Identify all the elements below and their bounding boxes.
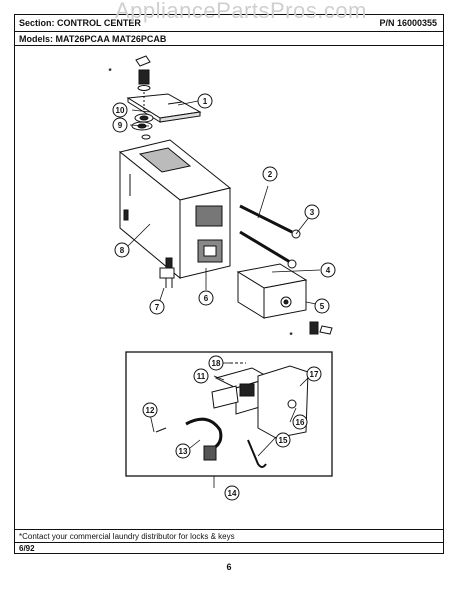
footnote-row: *Contact your commercial laundry distrib… [15, 529, 443, 542]
callout-1: 1 [197, 93, 213, 109]
callout-number: 13 [179, 447, 188, 456]
callout-16: 16 [292, 414, 308, 430]
callout-circle [149, 299, 165, 315]
models-label: Models: MAT26PCAA MAT26PCAB [19, 34, 167, 44]
callout-number: 5 [320, 302, 325, 311]
callout-number: 17 [310, 370, 319, 379]
callout-13: 13 [175, 443, 191, 459]
callout-circle [320, 262, 336, 278]
callout-number: 9 [118, 121, 123, 130]
section-title: Section: CONTROL CENTER [19, 18, 141, 28]
rods-and-nuts [239, 204, 301, 269]
callout-circle [114, 242, 130, 258]
callout-circle [197, 93, 213, 109]
callout-9: 9 [112, 117, 128, 133]
leader-lines [127, 100, 321, 488]
revision-date: 6/92 [19, 544, 35, 553]
switch-bracket [159, 257, 175, 288]
models-row: Models: MAT26PCAA MAT26PCAB [15, 31, 443, 46]
callout-circle [112, 102, 128, 118]
callout-11: 11 [193, 368, 209, 384]
callout-circle [112, 117, 128, 133]
callout-4: 4 [320, 262, 336, 278]
callout-number: 6 [204, 294, 209, 303]
callout-3: 3 [304, 204, 320, 220]
callout-18: 18 [208, 355, 224, 371]
callout-7: 7 [149, 299, 165, 315]
watermark: AppliancePartsPros.com [115, 0, 367, 23]
callout-number: 7 [155, 303, 160, 312]
callout-6: 6 [198, 290, 214, 306]
inset-frame [125, 351, 333, 477]
callout-15: 15 [275, 432, 291, 448]
callout-circle [175, 443, 191, 459]
callout-circle [314, 298, 330, 314]
callout-circle [275, 432, 291, 448]
callout-number: 4 [326, 266, 331, 275]
callout-circle [304, 204, 320, 220]
control-housing [118, 139, 232, 280]
callout-number: 8 [120, 246, 125, 255]
callout-number: 18 [212, 359, 221, 368]
callout-circle [292, 414, 308, 430]
callout-12: 12 [142, 402, 158, 418]
callout-number: 2 [268, 170, 273, 179]
callout-number: 11 [197, 372, 206, 381]
callout-circle [306, 366, 322, 382]
coin-box-lock [309, 321, 333, 335]
callout-number: 14 [228, 489, 237, 498]
asterisk-bottom: * [289, 331, 293, 340]
footnote-text: *Contact your commercial laundry distrib… [19, 532, 235, 541]
coin-box [236, 263, 308, 319]
callout-8: 8 [114, 242, 130, 258]
callout-circle [198, 290, 214, 306]
callout-number: 10 [116, 106, 125, 115]
page-number: 6 [226, 562, 232, 572]
parts-sheet: Section: CONTROL CENTER P/N 16000355 Mod… [14, 14, 444, 554]
callout-14: 14 [224, 485, 240, 501]
callout-circle [224, 485, 240, 501]
date-row: 6/92 [15, 542, 443, 555]
callout-circle [142, 402, 158, 418]
callout-number: 1 [203, 97, 208, 106]
part-number: P/N 16000355 [379, 18, 437, 28]
callout-17: 17 [306, 366, 322, 382]
callout-10: 10 [112, 102, 128, 118]
callout-number: 12 [146, 406, 155, 415]
callout-circle [193, 368, 209, 384]
callout-circle [208, 355, 224, 371]
asterisk-top: * [108, 67, 112, 76]
callout-2: 2 [262, 166, 278, 182]
header-row: Section: CONTROL CENTER P/N 16000355 [15, 15, 443, 31]
callout-5: 5 [314, 298, 330, 314]
callout-number: 16 [296, 418, 305, 427]
callout-circle [262, 166, 278, 182]
callout-number: 3 [310, 208, 315, 217]
callout-number: 15 [279, 436, 288, 445]
